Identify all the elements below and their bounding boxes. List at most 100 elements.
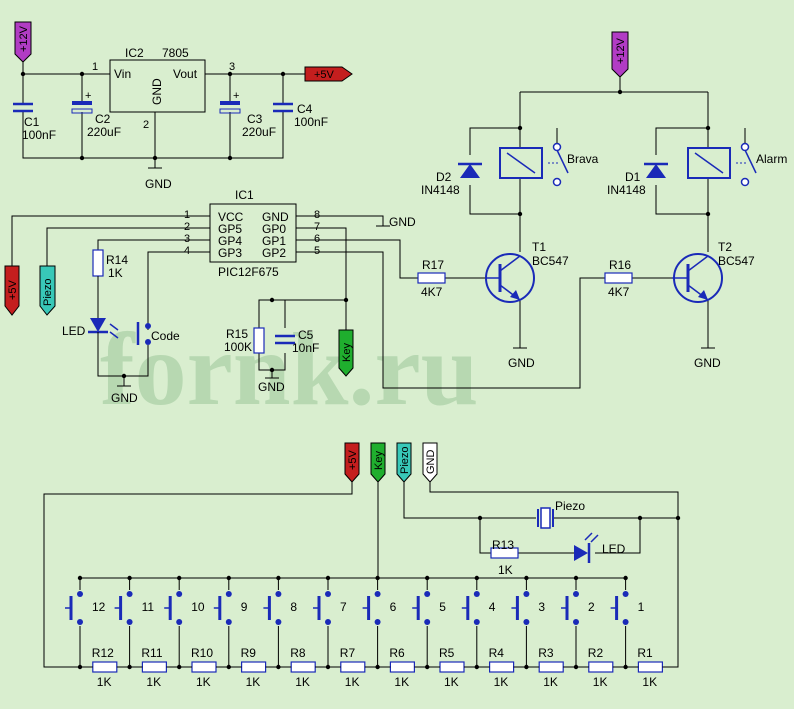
mcu-pin-vcc: VCC (218, 210, 244, 224)
mcu-pin-gp0: GP0 (262, 222, 286, 236)
tag-key-keypad-label: Key (373, 451, 385, 470)
pin-num-5: 5 (314, 245, 320, 257)
resistor-r14 (92, 249, 104, 277)
keypad-resistor-name: R9 (241, 646, 257, 660)
tag-key-mid-label: Key (341, 343, 353, 362)
keypad-button-10: 10 (164, 591, 205, 625)
reg-vout: Vout (173, 67, 198, 81)
keypad-button-label: 10 (191, 600, 205, 614)
reg-vin: Vin (114, 67, 131, 81)
mcu-pin-gp4: GP4 (218, 234, 242, 248)
keypad-resistor-value: 1K (246, 675, 261, 689)
d2-part: IN4148 (421, 183, 460, 197)
gnd-label-led: GND (111, 391, 138, 405)
keypad-button-6: 6 (362, 591, 397, 625)
resistor-r13 (490, 547, 519, 559)
led-keypad-label: LED (602, 542, 626, 556)
keypad-resistor-R7: R7 1K (340, 646, 366, 689)
tag-key-mid (338, 329, 354, 377)
c2-value: 220uF (87, 125, 121, 139)
keypad-button-label: 7 (340, 600, 347, 614)
keypad-resistors: R121KR111KR101KR91KR81KR71KR61KR51KR41KR… (77, 646, 676, 689)
c5-value: 10nF (292, 341, 319, 355)
gnd-label-t2: GND (694, 356, 721, 370)
keypad-resistor-value: 1K (394, 675, 409, 689)
keypad-button-3: 3 (511, 591, 545, 625)
mcu-pin-gp5: GP5 (218, 222, 242, 236)
keypad-resistor-name: R5 (439, 646, 455, 660)
keypad-button-label: 8 (290, 600, 297, 614)
piezo-label: Piezo (555, 499, 585, 513)
led-icon (90, 318, 106, 332)
c5-name: C5 (298, 328, 314, 342)
mcu-name: IC1 (235, 188, 254, 202)
r13-name: R13 (492, 538, 514, 552)
keypad-button-label: 6 (390, 600, 397, 614)
c4-value: 100nF (294, 115, 328, 129)
keypad-resistor-name: R2 (588, 646, 604, 660)
pin-num-8: 8 (314, 209, 320, 221)
relay-coil-alarm (687, 147, 731, 179)
resistor-r15 (253, 327, 265, 354)
pin-num-3: 3 (184, 233, 190, 245)
pin-num-6: 6 (314, 233, 320, 245)
keypad-resistor-value: 1K (494, 675, 509, 689)
keypad-button-11: 11 (114, 591, 155, 625)
reg-part: 7805 (162, 46, 189, 60)
resistor-r17 (417, 272, 446, 284)
tag-gnd-keypad (422, 442, 438, 483)
r17-name: R17 (422, 258, 444, 272)
r13-value: 1K (498, 563, 513, 577)
r14-name: R14 (106, 253, 128, 267)
r17-value: 4K7 (421, 285, 443, 299)
mcu-pin-gp2: GP2 (262, 246, 286, 260)
keypad-resistor-R9: R9 1K (241, 646, 267, 689)
tag-plus5v-keypad-label: +5V (347, 449, 359, 470)
keypad-resistor-R6: R6 1K (389, 646, 415, 689)
keypad-button-label: 12 (92, 600, 106, 614)
keypad-resistor-value: 1K (295, 675, 310, 689)
c3-name: C3 (247, 112, 263, 126)
led-label: LED (62, 324, 86, 338)
reg-pin3: 3 (229, 61, 235, 73)
c4-name: C4 (297, 102, 313, 116)
r15-value: 100K (224, 340, 252, 354)
keypad-resistor-name: R1 (637, 646, 653, 660)
keypad-resistor-name: R8 (290, 646, 306, 660)
keypad-button-label: 9 (241, 600, 248, 614)
mcu-pin-gnd: GND (262, 210, 289, 224)
keypad-resistor-name: R6 (389, 646, 405, 660)
tag-piezo-left-label: Piezo (42, 278, 54, 306)
keypad-resistor-value: 1K (345, 675, 360, 689)
relay-coil-brava (499, 147, 543, 179)
tag-plus5v-left (4, 265, 20, 316)
tag-key-keypad (370, 442, 386, 483)
reg-gnd: GND (150, 78, 164, 105)
keypad-resistor-R8: R8 1K (290, 646, 316, 689)
mcu-section: IC1 PIC12F675 VCC GP5 GP4 GP3 GND GP0 GP… (4, 188, 605, 405)
d1-name: D1 (625, 170, 641, 184)
mcu-pin-gp1: GP1 (262, 234, 286, 248)
t1-name: T1 (532, 240, 546, 254)
pin-num-1: 1 (184, 209, 190, 221)
tag-plus12v-left-label: +12V (18, 25, 30, 52)
t1-part: BC547 (532, 254, 569, 268)
tag-plus12v-relays-label: +12V (615, 37, 627, 64)
svg-text:+: + (85, 90, 91, 102)
keypad-resistor-value: 1K (543, 675, 558, 689)
reg-pin2: 2 (143, 119, 149, 131)
tag-plus5v-top-label: +5V (314, 69, 335, 81)
gnd-label-r15: GND (258, 380, 285, 394)
gnd-label-mcu: GND (389, 215, 416, 229)
regulator-ic2 (109, 59, 206, 113)
watermark: fornk.ru (100, 312, 478, 427)
keypad-resistor-name: R7 (340, 646, 356, 660)
keypad-button-7: 7 (313, 591, 347, 625)
keypad-button-label: 11 (142, 600, 155, 614)
reg-pin1: 1 (92, 61, 98, 73)
r15-name: R15 (226, 327, 248, 341)
